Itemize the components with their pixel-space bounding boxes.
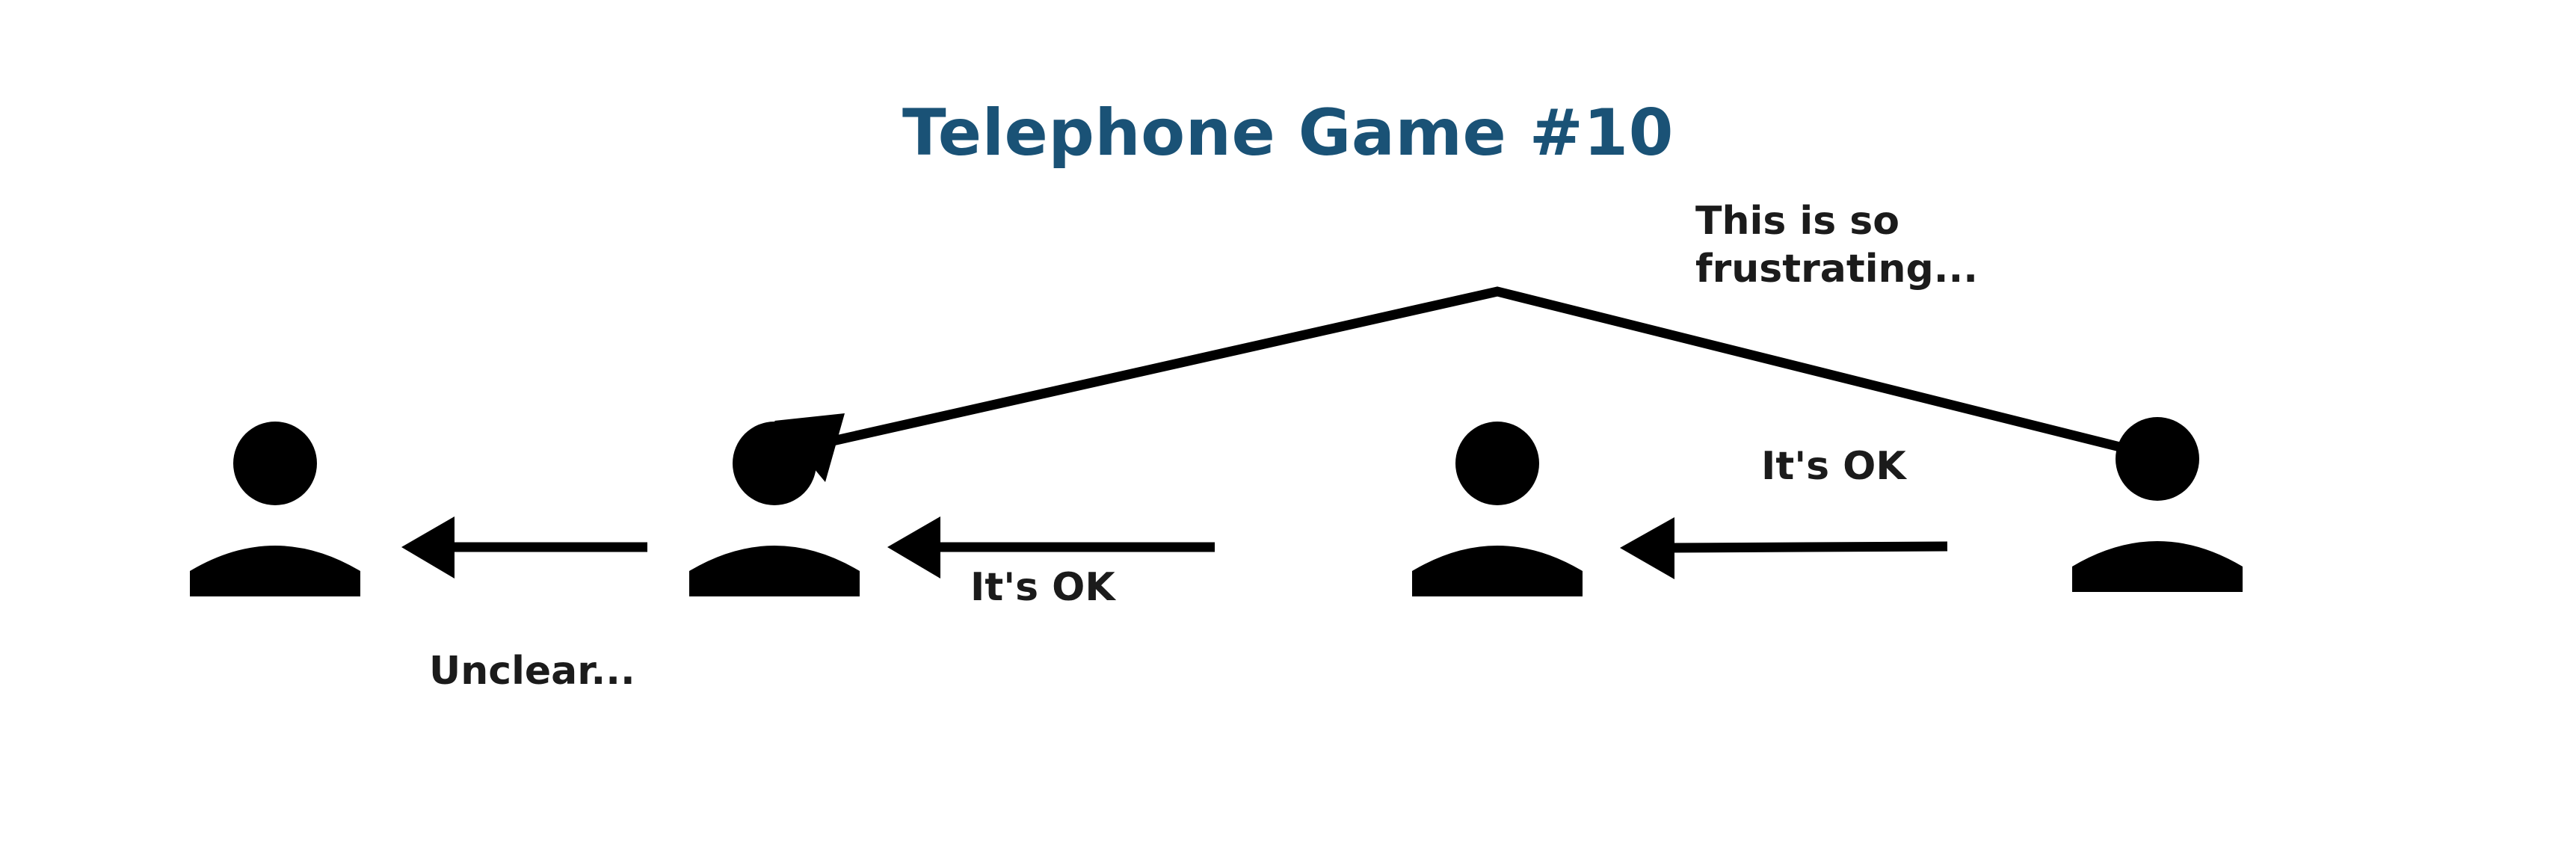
message-label-final: Unclear... [429, 649, 635, 694]
person-icon-2 [683, 417, 866, 596]
person-glyph [190, 422, 360, 596]
person-icon-3 [1406, 417, 1589, 596]
message-original-line-1: This is so [1695, 199, 1899, 244]
arrow-person2-to-person1 [401, 516, 647, 578]
page-title: Telephone Game #10 [902, 96, 1674, 170]
person-icon-1 [184, 417, 366, 596]
message-label-relay-right: It's OK [1761, 444, 1906, 489]
person-glyph [689, 422, 860, 596]
person-glyph [2072, 417, 2243, 592]
arrow-person4-to-person3 [1620, 517, 1948, 579]
message-original-line-2: frustrating... [1695, 247, 1979, 291]
person-glyph [1412, 422, 1583, 596]
message-label-relay-middle: It's OK [970, 565, 1115, 610]
person-icon-4 [2066, 413, 2249, 592]
